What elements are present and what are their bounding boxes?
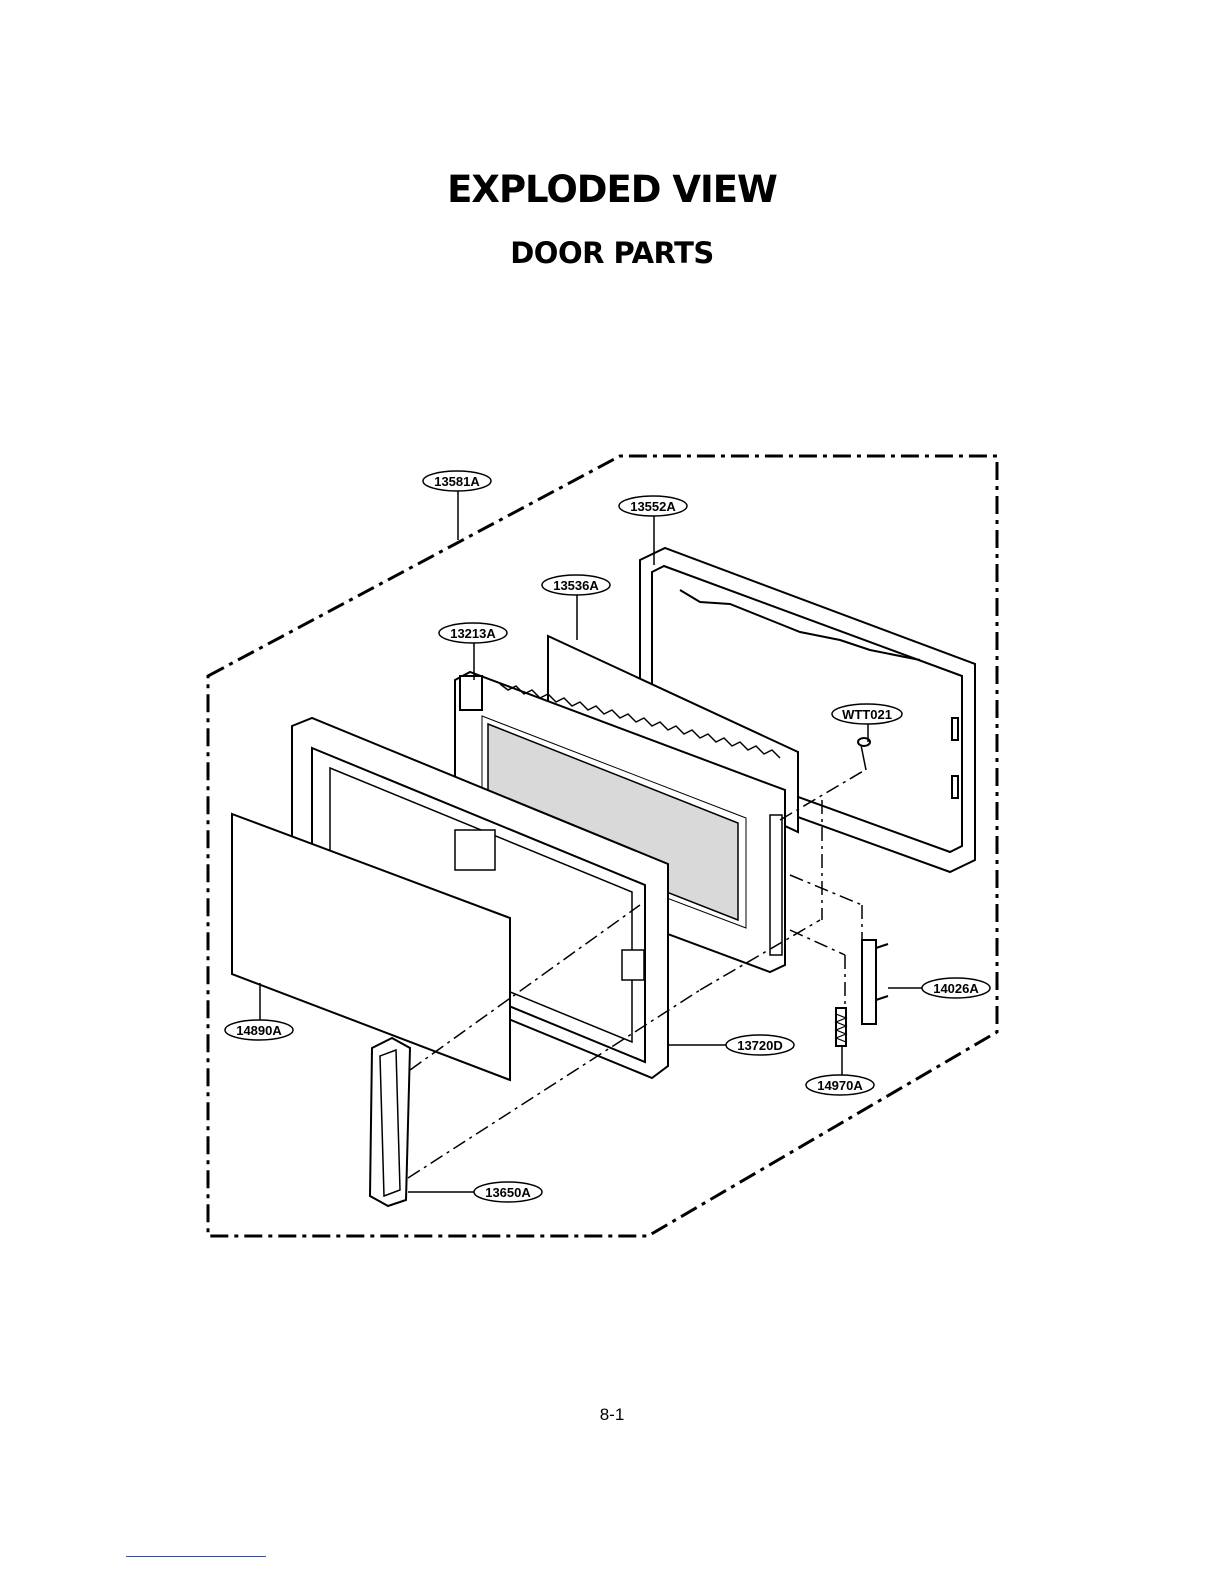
footer-rule (126, 1556, 266, 1557)
svg-text:14026A: 14026A (933, 981, 979, 996)
part-label-13650A: 13650A (474, 1182, 542, 1202)
part-14026A-latch (862, 940, 888, 1024)
svg-text:13581A: 13581A (434, 474, 480, 489)
part-14970A-spring (836, 1008, 846, 1046)
part-label-WTT021: WTT021 (832, 704, 902, 724)
part-label-13720D: 13720D (726, 1035, 794, 1055)
part-label-13552A: 13552A (619, 496, 687, 516)
svg-text:13536A: 13536A (553, 578, 599, 593)
svg-text:13720D: 13720D (737, 1038, 783, 1053)
svg-text:14890A: 14890A (236, 1023, 282, 1038)
page-number: 8-1 (0, 1405, 1224, 1425)
svg-text:14970A: 14970A (817, 1078, 863, 1093)
part-label-14026A: 14026A (922, 978, 990, 998)
svg-text:13213A: 13213A (450, 626, 496, 641)
part-label-14890A: 14890A (225, 1020, 293, 1040)
part-13650A-handle (370, 1038, 410, 1206)
svg-text:WTT021: WTT021 (842, 707, 892, 722)
svg-text:13650A: 13650A (485, 1185, 531, 1200)
part-label-14970A: 14970A (806, 1075, 874, 1095)
part-label-13581A: 13581A (423, 471, 491, 491)
svg-text:13552A: 13552A (630, 499, 676, 514)
part-label-13536A: 13536A (542, 575, 610, 595)
part-label-13213A: 13213A (439, 623, 507, 643)
